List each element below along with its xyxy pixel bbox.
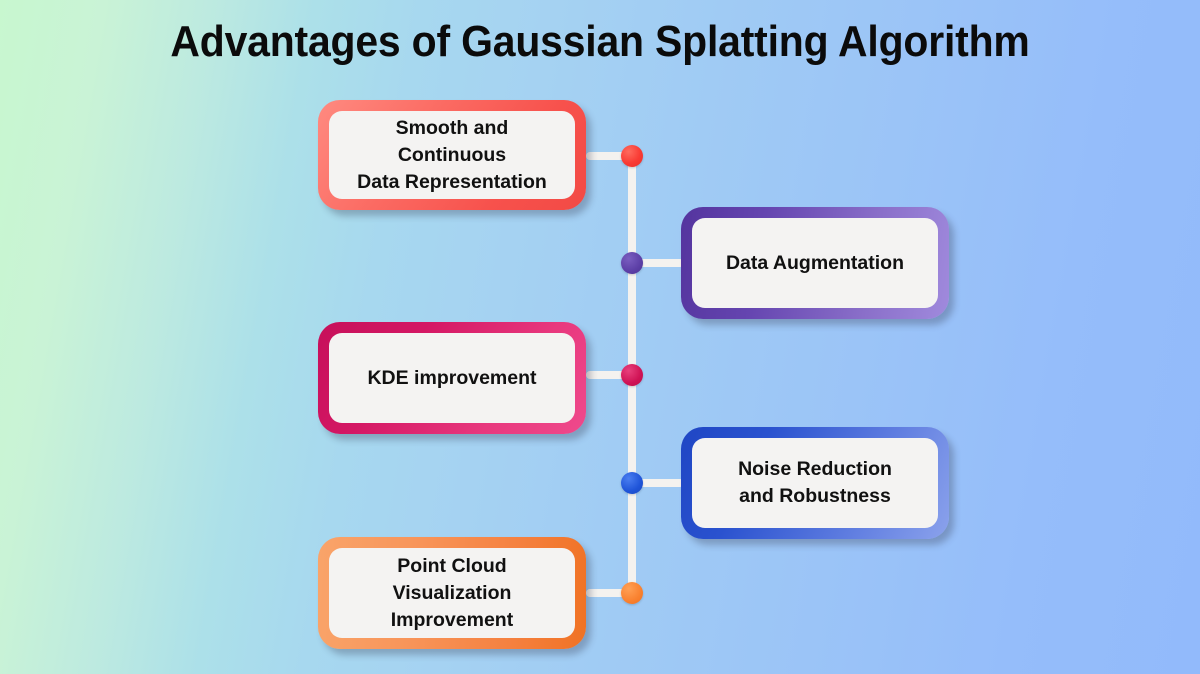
- timeline-dot-augmentation: [621, 252, 643, 274]
- timeline-dot-noise: [621, 472, 643, 494]
- card-smooth-continuous[interactable]: Smooth and Continuous Data Representatio…: [318, 100, 586, 210]
- timeline-dot-point-cloud: [621, 582, 643, 604]
- card-kde-improvement[interactable]: KDE improvement: [318, 322, 586, 434]
- timeline-dot-smooth: [621, 145, 643, 167]
- connector-kde: [586, 371, 634, 379]
- card-inner: KDE improvement: [329, 333, 575, 423]
- card-inner: Data Augmentation: [692, 218, 938, 308]
- card-label: Point Cloud Visualization Improvement: [390, 554, 514, 631]
- card-inner: Point Cloud Visualization Improvement: [329, 548, 575, 638]
- card-label: Noise Reduction and Robustness: [738, 458, 892, 507]
- card-label: Smooth and Continuous Data Representatio…: [357, 116, 547, 193]
- card-label: Data Augmentation: [725, 251, 905, 274]
- card-label: KDE improvement: [367, 366, 537, 389]
- card-inner: Noise Reduction and Robustness: [692, 438, 938, 528]
- connector-smooth: [586, 152, 634, 160]
- timeline-dot-kde: [621, 364, 643, 386]
- connector-noise: [630, 479, 684, 487]
- card-data-augmentation[interactable]: Data Augmentation: [681, 207, 949, 319]
- page-title: Advantages of Gaussian Splatting Algorit…: [170, 17, 1030, 66]
- connector-point-cloud: [586, 589, 634, 597]
- connector-augmentation: [630, 259, 684, 267]
- card-point-cloud-visualization[interactable]: Point Cloud Visualization Improvement: [318, 537, 586, 649]
- card-inner: Smooth and Continuous Data Representatio…: [329, 111, 575, 199]
- card-noise-reduction[interactable]: Noise Reduction and Robustness: [681, 427, 949, 539]
